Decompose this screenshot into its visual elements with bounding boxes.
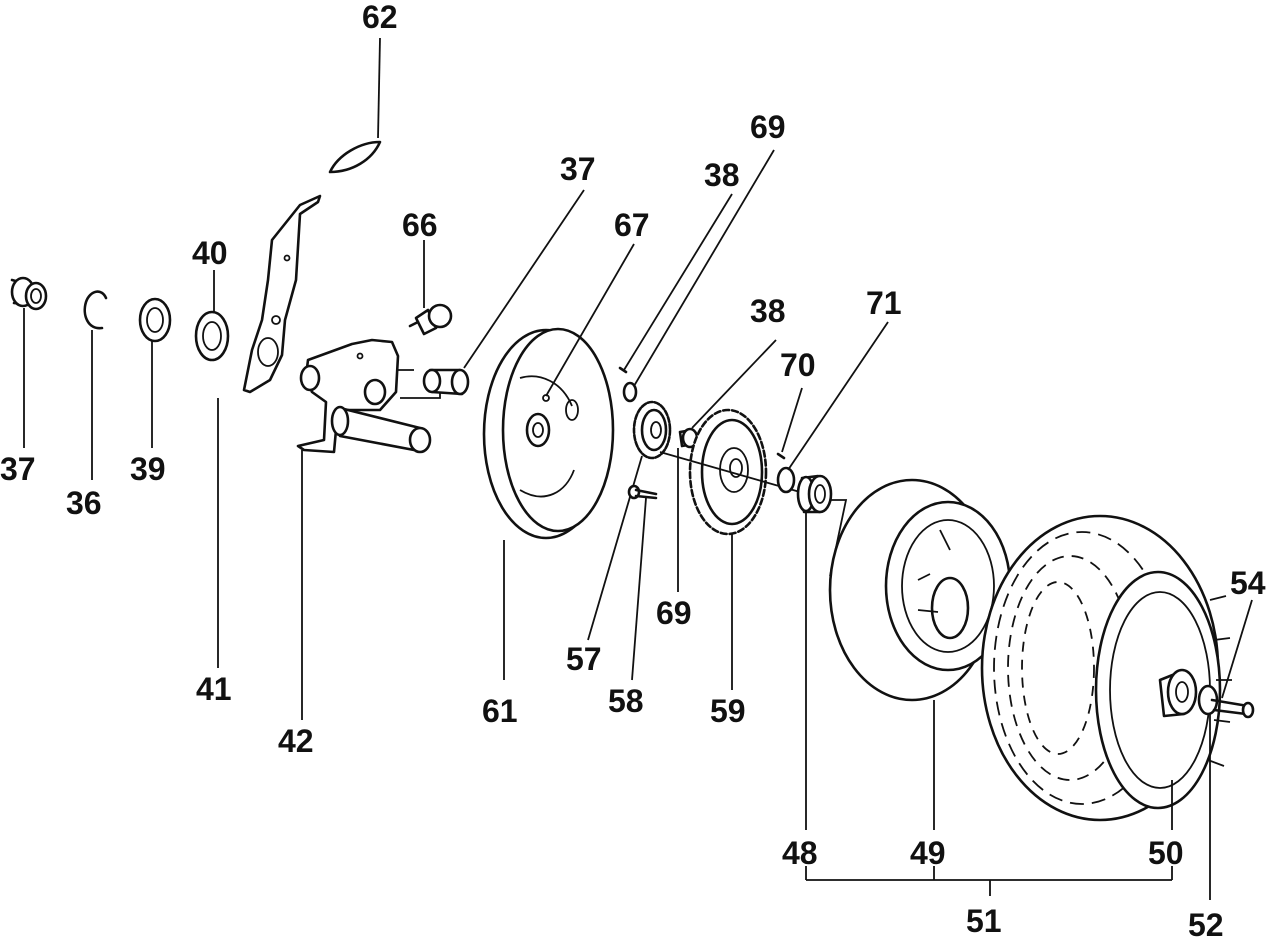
part-52-hub: [1158, 668, 1219, 718]
part-39-washer: [138, 297, 172, 343]
leader-69a: [633, 149, 775, 387]
leader-37b: [463, 189, 585, 369]
part-61-housing: [482, 327, 615, 540]
label-61: 61: [482, 693, 518, 729]
label-37a: 37: [0, 451, 36, 487]
label-38b: 38: [750, 293, 786, 329]
label-69b: 69: [656, 595, 692, 631]
part-54-axle-bolt: [1210, 698, 1255, 719]
part-37b-bushing: [422, 368, 470, 396]
label-70: 70: [780, 347, 816, 383]
label-38a: 38: [704, 157, 740, 193]
label-67: 67: [614, 207, 650, 243]
part-48-bearing: [796, 474, 833, 514]
part-69-washer: [622, 381, 638, 403]
part-40-washer: [194, 310, 230, 362]
label-49: 49: [910, 835, 946, 871]
label-41: 41: [196, 671, 232, 707]
leader-38a: [623, 193, 733, 371]
label-66: 66: [402, 207, 438, 243]
leader-58: [631, 497, 647, 681]
leader-71: [787, 321, 889, 471]
label-58: 58: [608, 683, 644, 719]
shaft-axis: [659, 451, 801, 493]
label-48: 48: [782, 835, 818, 871]
leader-67: [545, 243, 635, 397]
label-54: 54: [1230, 565, 1266, 601]
part-38b-bushing: [678, 427, 699, 449]
label-42: 42: [278, 723, 314, 759]
part-70-pin: [776, 452, 786, 460]
part-41-lever-plate: [242, 194, 322, 394]
part-66-bolt: [408, 303, 453, 336]
part-49-hubcap: [828, 478, 1012, 702]
label-69a: 69: [750, 109, 786, 145]
label-71: 71: [866, 285, 902, 321]
label-57: 57: [566, 641, 602, 677]
label-50: 50: [1148, 835, 1184, 871]
label-36: 36: [66, 485, 102, 521]
part-36-circlip: [83, 290, 108, 330]
part-71-washer: [776, 466, 796, 494]
part-62-leaf: [328, 140, 382, 174]
part-38-pin: [618, 366, 628, 374]
part-37-bushing: [10, 276, 48, 311]
part-57-small-gear: [632, 400, 672, 460]
part-50-tire: [980, 514, 1232, 822]
label-62: 62: [362, 0, 398, 35]
assembly-bracket-51: [805, 866, 1173, 896]
leader-54: [1221, 599, 1253, 699]
label-59: 59: [710, 693, 746, 729]
leader-70: [781, 387, 803, 453]
label-51: 51: [966, 903, 1002, 939]
label-37b: 37: [560, 151, 596, 187]
part-58-screw: [627, 484, 658, 500]
part-42-bracket: [296, 338, 432, 454]
label-39: 39: [130, 451, 166, 487]
label-40: 40: [192, 235, 228, 271]
label-52: 52: [1188, 907, 1224, 942]
leader-62: [377, 37, 381, 139]
leader-38b: [691, 339, 777, 429]
